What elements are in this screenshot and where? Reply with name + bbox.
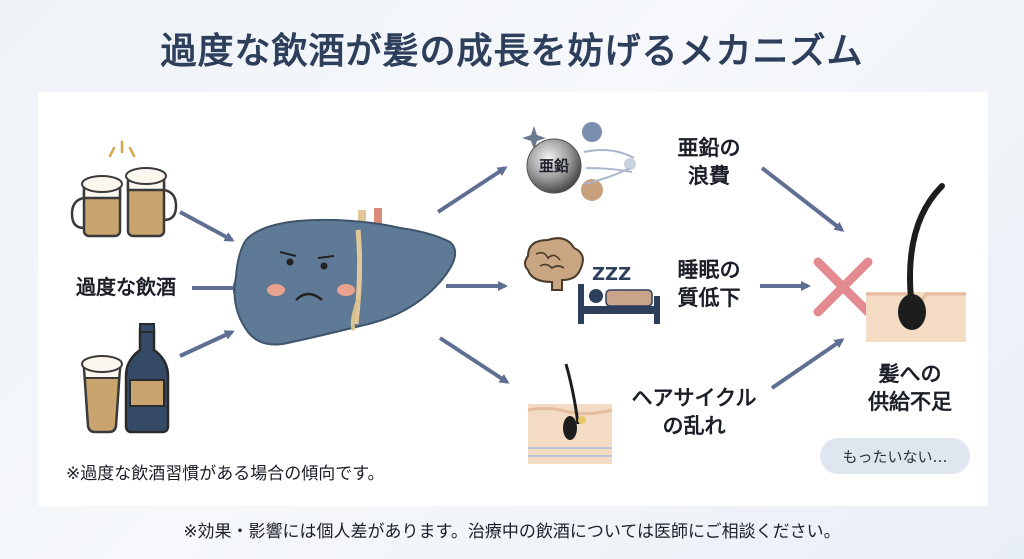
speech-bubble: もったいない… — [820, 438, 970, 474]
disclaimer-footer: ※効果・影響には個人差があります。治療中の飲酒については医師にご相談ください。 — [183, 522, 841, 542]
effect-zinc-line1: 亜鉛の — [677, 136, 741, 160]
effect-hair-cycle-line1: ヘアサイクル — [631, 386, 757, 410]
effect-zinc-label: 亜鉛の 浪費 — [664, 134, 754, 191]
arrows-result — [760, 166, 845, 390]
beer-mugs-icon — [70, 140, 178, 238]
zzz-text: ZZZ — [592, 264, 631, 285]
bed-icon: ZZZ — [578, 264, 660, 324]
liver-icon — [233, 208, 457, 346]
effect-zinc-line2: 浪費 — [688, 164, 730, 189]
effect-hair-cycle-line2: の乱れ — [662, 414, 726, 439]
tendency-note: ※過度な飲酒習慣がある場合の傾向です。 — [66, 464, 385, 484]
result-line1: 髪への — [878, 362, 942, 386]
arrows-cause — [179, 210, 243, 358]
page-title: 過度な飲酒が髪の成長を妨げるメカニズム — [160, 31, 864, 72]
effect-hair-cycle-label: ヘアサイクル の乱れ — [612, 384, 776, 441]
result-label: 髪への 供給不足 — [850, 360, 970, 417]
arrows-effects — [436, 166, 510, 384]
brain-icon — [524, 237, 584, 291]
result-line2: 供給不足 — [868, 390, 952, 415]
effect-sleep-line2: 質低下 — [677, 286, 741, 311]
cross-icon — [813, 257, 873, 317]
zinc-ball-icon — [522, 122, 636, 201]
hair-follicle-icon — [527, 363, 613, 464]
hair-strand-icon — [866, 183, 966, 342]
cause-label: 過度な飲酒 — [76, 275, 176, 299]
effect-sleep-line1: 睡眠の — [677, 258, 741, 282]
beer-bottle-glass-icon — [81, 323, 170, 434]
effect-sleep-label: 睡眠の 質低下 — [664, 256, 754, 313]
zinc-ball-label: 亜鉛 — [538, 157, 569, 175]
